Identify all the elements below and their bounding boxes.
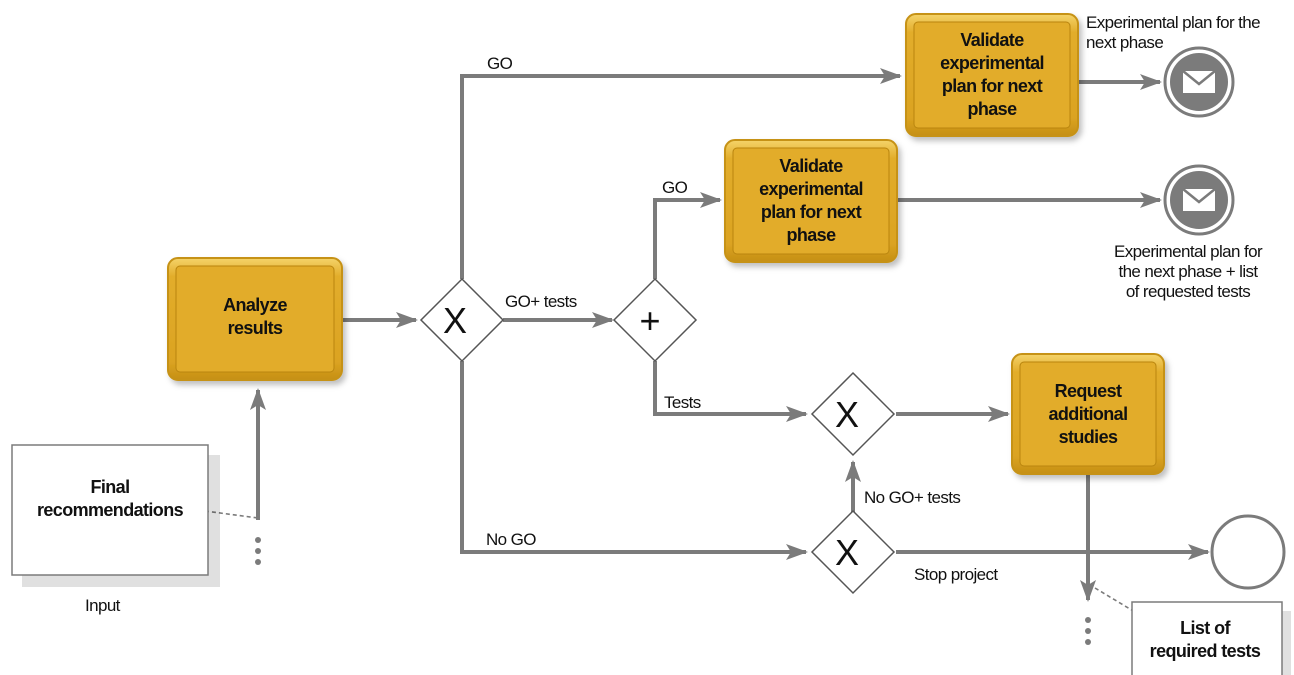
annotation-mid-msg-3: of requested tests <box>1126 282 1250 301</box>
flow-label-go-mid: GO <box>662 178 688 197</box>
document-list-tests-label-1: List of <box>1180 618 1231 638</box>
document-final-rec-label-1: Final <box>90 477 129 497</box>
flow-label-no-go-tests: No GO+ tests <box>864 488 960 507</box>
document-final-recommendations[interactable] <box>11 444 220 587</box>
gateway-tests-merge[interactable] <box>810 371 896 457</box>
task-validate-top-label-3: plan for next <box>942 76 1043 96</box>
document-final-rec-label-2: recommendations <box>37 500 184 520</box>
flow-label-no-go: No GO <box>486 530 536 549</box>
flow-go-top <box>460 68 902 279</box>
task-analyze-results[interactable] <box>167 257 343 381</box>
message-end-event-top[interactable] <box>1163 46 1235 118</box>
task-validate-top-label-1: Validate <box>960 30 1024 50</box>
flow-tests <box>653 361 808 422</box>
envelope-icon <box>1182 188 1216 211</box>
annotation-top-msg-2: next phase <box>1086 33 1163 52</box>
document-list-tests-label-2: required tests <box>1150 641 1261 661</box>
annotation-mid-msg-1: Experimental plan for <box>1114 242 1263 261</box>
annotation-mid-msg-2: the next phase + list <box>1118 262 1258 281</box>
continuation-dots-output <box>1085 617 1091 645</box>
end-event-stop[interactable] <box>1210 514 1286 590</box>
task-validate-mid-label-4: phase <box>786 225 836 245</box>
task-analyze-label-2: results <box>228 318 283 338</box>
task-validate-mid-label-2: experimental <box>759 179 863 199</box>
gateway-parallel[interactable] <box>612 277 698 363</box>
gateway-go-decision-symbol: X <box>443 300 467 341</box>
flow-go-mid <box>653 192 722 279</box>
task-analyze-label-1: Analyze <box>223 295 287 315</box>
task-request-label-2: additional <box>1049 404 1128 424</box>
gateway-parallel-symbol: + <box>639 300 660 341</box>
task-validate-top-label-4: phase <box>967 99 1017 119</box>
task-validate-top[interactable] <box>905 13 1079 137</box>
task-request-label-1: Request <box>1055 381 1122 401</box>
flow-label-go-tests: GO+ tests <box>505 292 577 311</box>
task-request-label-3: studies <box>1059 427 1118 447</box>
gateway-go-decision[interactable] <box>419 277 505 363</box>
flow-label-stop-project: Stop project <box>914 565 998 584</box>
task-validate-top-label-2: experimental <box>940 53 1044 73</box>
flow-no-go <box>460 361 808 560</box>
task-validate-mid-label-3: plan for next <box>761 202 862 222</box>
annotation-input: Input <box>85 596 121 615</box>
task-validate-mid[interactable] <box>724 139 898 263</box>
envelope-icon <box>1182 70 1216 93</box>
message-end-event-mid[interactable] <box>1163 164 1235 236</box>
task-validate-mid-label-1: Validate <box>779 156 843 176</box>
task-request-studies[interactable] <box>1011 353 1165 475</box>
document-list-of-tests[interactable] <box>1131 601 1291 675</box>
flow-label-tests: Tests <box>664 393 701 412</box>
gateway-tests-merge-symbol: X <box>835 394 859 435</box>
association-list-tests <box>1094 587 1136 613</box>
annotation-top-msg-1: Experimental plan for the <box>1086 13 1260 32</box>
gateway-no-go-decision-symbol: X <box>835 532 859 573</box>
gateway-no-go-decision[interactable] <box>810 509 896 595</box>
flow-label-go-top: GO <box>487 54 513 73</box>
continuation-dots-input <box>255 537 261 565</box>
association-final-rec <box>204 510 259 519</box>
